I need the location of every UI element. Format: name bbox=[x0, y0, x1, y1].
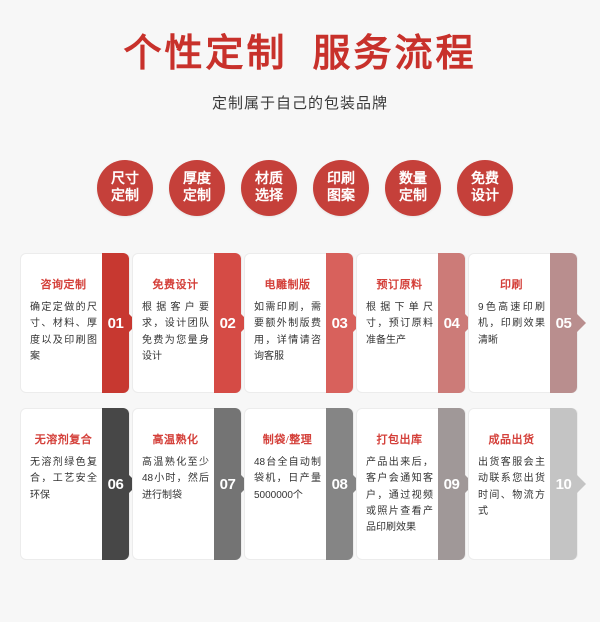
page-header: 个性定制 服务流程 定制属于自己的包装品牌 bbox=[0, 0, 600, 113]
step-card-08[interactable]: 制袋/整理 48台全自动制袋机，日产量5000000个 08 bbox=[244, 408, 354, 560]
feature-circle-label-line2: 定制 bbox=[183, 189, 211, 204]
step-card-title: 制袋/整理 bbox=[262, 434, 313, 446]
step-number-tab-10: 10 bbox=[550, 408, 577, 560]
step-card-body: 高温熟化高温熟化至少48小时，然后进行制袋 bbox=[133, 409, 216, 559]
step-card-description: 产品出来后，客户会通知客户，通过视频或照片查看产品印刷效果 bbox=[366, 457, 433, 533]
step-number-tab-09: 09 bbox=[438, 408, 465, 560]
feature-circle-1[interactable]: 尺寸定制 bbox=[97, 160, 153, 216]
feature-circle-6[interactable]: 免费设计 bbox=[457, 160, 513, 216]
step-card-description: 如需印刷，需要额外制版费用，详情请咨询客服 bbox=[254, 302, 321, 362]
step-card-title: 咨询定制 bbox=[40, 279, 87, 291]
feature-circle-2[interactable]: 厚度定制 bbox=[169, 160, 225, 216]
step-number-label: 02 bbox=[219, 314, 236, 332]
feature-circle-label-line1: 免费 bbox=[471, 171, 499, 187]
step-card-body: 咨询定制确定定做的尺寸、材料、厚度以及印刷图案 bbox=[21, 254, 104, 392]
step-number-label: 04 bbox=[443, 314, 460, 332]
step-card-body: 电雕制版如需印刷，需要额外制版费用，详情请咨询客服 bbox=[245, 254, 328, 392]
step-number-label: 01 bbox=[107, 314, 124, 332]
step-number-label: 03 bbox=[331, 314, 348, 332]
step-card-body: 打包出库产品出来后，客户会通知客户，通过视频或照片查看产品印刷效果 bbox=[357, 409, 440, 559]
feature-circle-label-line1: 印刷 bbox=[327, 171, 355, 187]
feature-circle-label-line1: 材质 bbox=[255, 171, 283, 187]
step-card-body: 印刷 9色高速印刷机，印刷效果清晰 bbox=[469, 254, 552, 392]
step-card-body: 制袋/整理 48台全自动制袋机，日产量5000000个 bbox=[245, 409, 328, 559]
step-card-description: 48台全自动制袋机，日产量5000000个 bbox=[254, 457, 321, 501]
step-card-description: 无溶剂绿色复合，工艺安全环保 bbox=[30, 457, 97, 501]
feature-circle-5[interactable]: 数量定制 bbox=[385, 160, 441, 216]
step-card-title: 印刷 bbox=[500, 279, 523, 291]
step-card-title: 电雕制版 bbox=[264, 279, 311, 291]
step-card-description: 根据客户要求，设计团队免费为您量身设计 bbox=[142, 302, 209, 362]
feature-circle-label-line2: 定制 bbox=[111, 189, 139, 204]
feature-circle-4[interactable]: 印刷图案 bbox=[313, 160, 369, 216]
step-number-tab-03: 03 bbox=[326, 253, 353, 393]
step-card-title: 打包出库 bbox=[376, 434, 423, 446]
step-card-05[interactable]: 印刷 9色高速印刷机，印刷效果清晰 05 bbox=[468, 253, 578, 393]
step-card-description: 出货客服会主动联系您出货时间、物流方式 bbox=[478, 457, 545, 517]
feature-circle-3[interactable]: 材质选择 bbox=[241, 160, 297, 216]
step-number-label: 07 bbox=[219, 475, 236, 493]
feature-circle-label-line1: 厚度 bbox=[183, 171, 211, 187]
step-number-label: 08 bbox=[331, 475, 348, 493]
feature-circle-label-line2: 定制 bbox=[399, 189, 427, 204]
step-card-title: 免费设计 bbox=[152, 279, 199, 291]
feature-circles: 尺寸定制厚度定制材质选择印刷图案数量定制免费设计 bbox=[97, 160, 513, 216]
feature-circle-label-line1: 尺寸 bbox=[111, 171, 139, 187]
step-number-tab-05: 05 bbox=[550, 253, 577, 393]
step-card-title: 无溶剂复合 bbox=[34, 434, 93, 446]
step-number-label: 05 bbox=[555, 314, 572, 332]
step-number-tab-07: 07 bbox=[214, 408, 241, 560]
feature-circle-label-line2: 选择 bbox=[255, 189, 283, 204]
step-card-description: 确定定做的尺寸、材料、厚度以及印刷图案 bbox=[30, 302, 97, 362]
step-number-tab-06: 06 bbox=[102, 408, 129, 560]
step-card-body: 无溶剂复合无溶剂绿色复合，工艺安全环保 bbox=[21, 409, 104, 559]
step-card-description: 根据下单尺寸，预订原料准备生产 bbox=[366, 302, 433, 346]
step-card-description: 9色高速印刷机，印刷效果清晰 bbox=[478, 302, 545, 346]
step-number-label: 10 bbox=[555, 475, 572, 493]
step-card-description: 高温熟化至少48小时，然后进行制袋 bbox=[142, 457, 209, 501]
page-title: 个性定制 服务流程 bbox=[123, 33, 477, 75]
step-number-tab-08: 08 bbox=[326, 408, 353, 560]
feature-circle-label-line2: 图案 bbox=[327, 189, 355, 204]
step-card-body: 预订原料根据下单尺寸，预订原料准备生产 bbox=[357, 254, 440, 392]
step-card-body: 成品出货出货客服会主动联系您出货时间、物流方式 bbox=[469, 409, 552, 559]
step-number-label: 06 bbox=[107, 475, 124, 493]
step-number-tab-02: 02 bbox=[214, 253, 241, 393]
step-number-label: 09 bbox=[443, 475, 460, 493]
step-number-tab-01: 01 bbox=[102, 253, 129, 393]
feature-circle-label-line2: 设计 bbox=[471, 189, 499, 204]
step-card-title: 高温熟化 bbox=[152, 434, 199, 446]
step-card-title: 成品出货 bbox=[488, 434, 535, 446]
page-subtitle: 定制属于自己的包装品牌 bbox=[211, 94, 388, 112]
step-number-tab-04: 04 bbox=[438, 253, 465, 393]
step-card-title: 预订原料 bbox=[376, 279, 423, 291]
step-card-body: 免费设计根据客户要求，设计团队免费为您量身设计 bbox=[133, 254, 216, 392]
feature-circle-label-line1: 数量 bbox=[399, 171, 427, 187]
